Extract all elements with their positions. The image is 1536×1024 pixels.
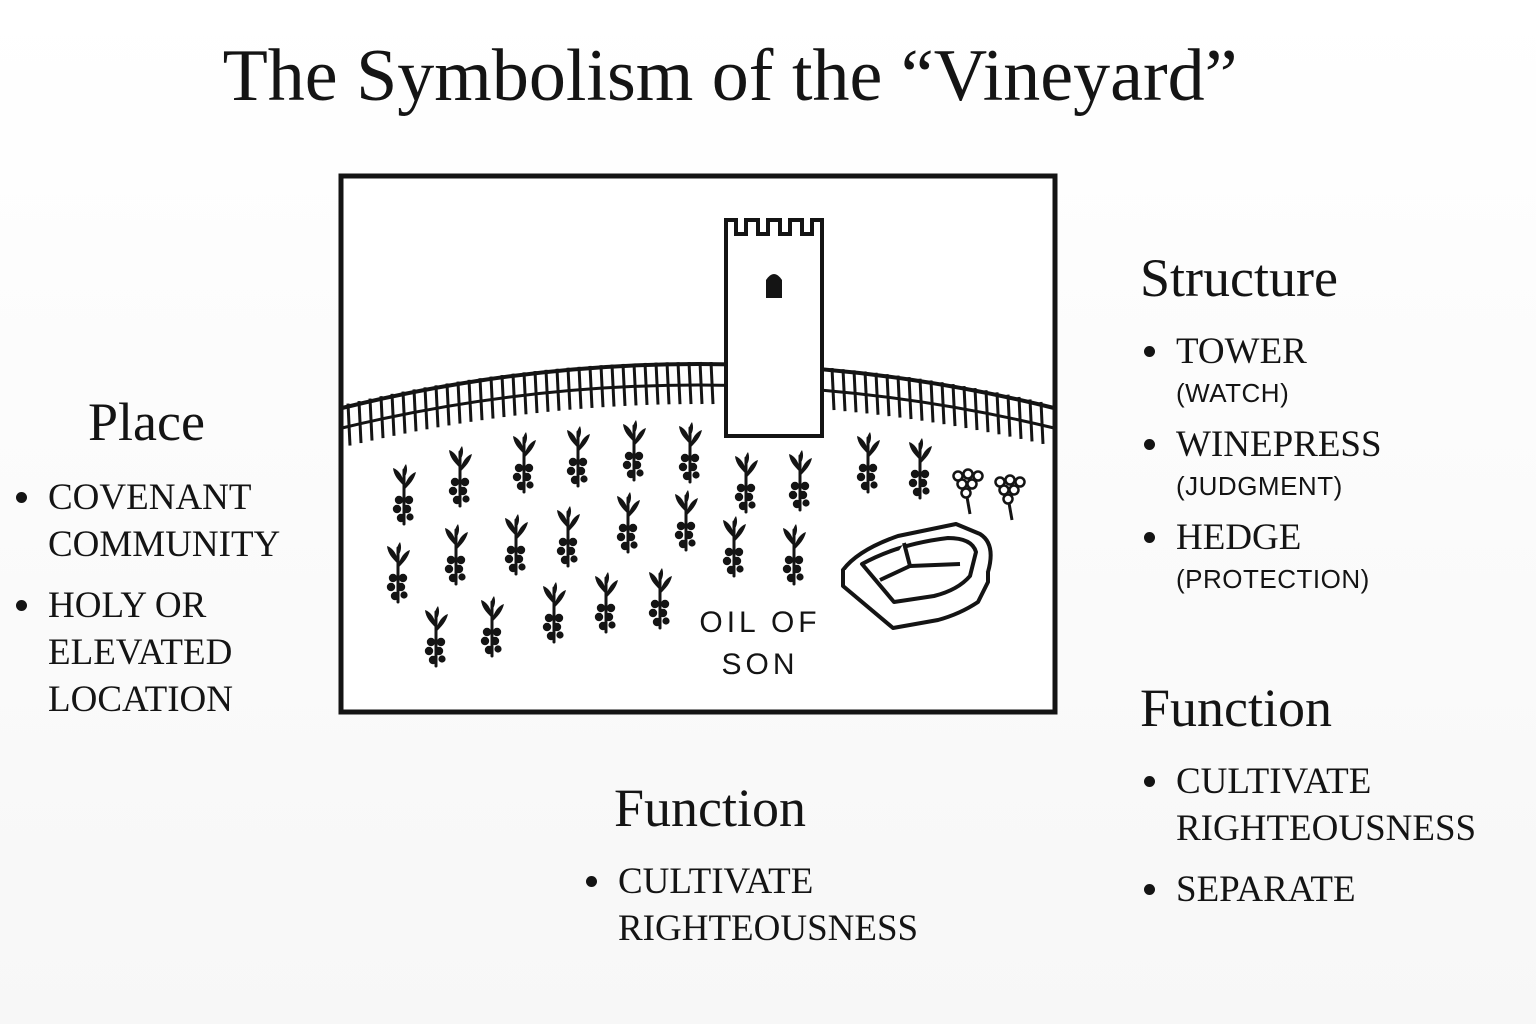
structure-meaning: (PROTECTION)	[1176, 564, 1370, 594]
fence-picket	[951, 384, 957, 427]
fence-picket	[555, 368, 561, 411]
fence-picket	[588, 365, 594, 409]
fence-picket	[896, 375, 902, 418]
function-center-list: CULTIVATE RIGHTEOUSNESS	[582, 858, 918, 952]
fence-picket	[709, 361, 715, 405]
fence-picket	[885, 374, 891, 417]
list-item-line: LOCATION	[48, 679, 233, 720]
fence-picket	[489, 376, 495, 419]
fence-picket	[368, 398, 374, 441]
fence-picket	[962, 385, 968, 429]
fence-picket	[632, 363, 638, 406]
fence-picket	[940, 382, 946, 425]
list-item-line: HOLY OR	[48, 585, 207, 626]
structure-meaning: (JUDGMENT)	[1176, 471, 1343, 501]
fence-picket	[918, 378, 924, 421]
function-right-heading: Function	[1140, 678, 1333, 738]
fence-picket	[434, 385, 440, 428]
page-title: The Symbolism of the “Vineyard”	[222, 35, 1238, 117]
fence-picket	[456, 381, 462, 424]
tower-icon	[724, 218, 824, 438]
fence-picket	[687, 361, 693, 405]
fence-picket	[412, 389, 418, 432]
fence-picket	[346, 403, 352, 446]
fence-picket	[533, 370, 539, 414]
fence-picket	[984, 390, 990, 433]
place-item-holy-location: HOLY OR ELEVATED LOCATION	[12, 582, 280, 723]
fence-picket	[907, 377, 913, 420]
fence-picket	[500, 374, 506, 418]
structure-item-tower: TOWER (WATCH)	[1140, 328, 1382, 411]
list-item-line: RIGHTEOUSNESS	[1176, 808, 1477, 849]
structure-heading: Structure	[1140, 248, 1338, 308]
list-item-line: ELEVATED	[48, 632, 233, 673]
place-heading: Place	[88, 392, 205, 452]
function-right-item-cultivate: CULTIVATE RIGHTEOUSNESS	[1140, 758, 1476, 852]
fence-picket	[1006, 394, 1012, 437]
place-list: COVENANT COMMUNITY HOLY OR ELEVATED LOCA…	[12, 474, 280, 737]
fence-icon	[341, 361, 1055, 446]
fence-picket	[698, 361, 704, 405]
fence-picket	[401, 391, 407, 434]
fence-picket	[599, 365, 605, 408]
function-center-item-cultivate: CULTIVATE RIGHTEOUSNESS	[582, 858, 918, 952]
fence-picket	[445, 383, 451, 426]
fence-picket	[1028, 399, 1034, 442]
function-right-item-separate: SEPARATE	[1140, 866, 1476, 913]
fence-picket	[973, 387, 979, 431]
fence-picket	[874, 372, 880, 415]
fence-picket	[357, 400, 363, 444]
fence-picket	[676, 362, 682, 405]
winepress-icon	[841, 522, 993, 630]
fence-picket	[643, 362, 649, 406]
illustration-frame	[338, 173, 1058, 715]
structure-list: TOWER (WATCH) WINEPRESS (JUDGMENT) HEDGE…	[1140, 328, 1382, 607]
list-item-line: SEPARATE	[1176, 869, 1356, 910]
structure-label: TOWER	[1176, 331, 1307, 372]
fence-picket	[379, 396, 385, 439]
structure-label: HEDGE	[1176, 517, 1302, 558]
fence-picket	[654, 362, 660, 405]
list-item-line: COVENANT	[48, 477, 252, 518]
list-item-line: CULTIVATE	[618, 861, 814, 902]
structure-label: WINEPRESS	[1176, 424, 1382, 465]
fence-picket	[577, 366, 583, 409]
list-item-line: RIGHTEOUSNESS	[618, 908, 919, 949]
place-item-covenant-community: COVENANT COMMUNITY	[12, 474, 280, 568]
fence-picket	[852, 370, 858, 413]
fence-picket	[1017, 396, 1023, 440]
fence-picket	[544, 369, 550, 412]
structure-item-hedge: HEDGE (PROTECTION)	[1140, 514, 1382, 597]
fence-picket	[390, 393, 396, 436]
fence-picket	[423, 387, 429, 430]
fence-picket	[995, 392, 1001, 435]
fence-picket	[610, 364, 616, 407]
fence-picket	[511, 373, 517, 416]
function-right-list: CULTIVATE RIGHTEOUSNESS SEPARATE	[1140, 758, 1476, 927]
fence-picket	[522, 372, 528, 415]
illustration-label-line-1: OIL OF	[699, 606, 820, 639]
structure-meaning: (WATCH)	[1176, 378, 1290, 408]
fence-picket	[566, 367, 572, 410]
fence-picket	[1039, 401, 1045, 445]
fence-picket	[478, 378, 484, 421]
function-center-heading: Function	[614, 778, 807, 838]
fence-picket	[841, 369, 847, 412]
vineyard-illustration: OIL OF SON	[338, 173, 1058, 715]
illustration-label-line-2: SON	[721, 648, 798, 681]
fence-picket	[929, 380, 935, 423]
list-item-line: COMMUNITY	[48, 524, 281, 565]
fence-picket	[621, 363, 627, 406]
fence-picket	[665, 362, 671, 405]
fence-picket	[830, 368, 836, 411]
structure-item-winepress: WINEPRESS (JUDGMENT)	[1140, 421, 1382, 504]
list-item-line: CULTIVATE	[1176, 761, 1372, 802]
fence-picket	[863, 371, 869, 414]
fence-picket	[467, 379, 473, 422]
